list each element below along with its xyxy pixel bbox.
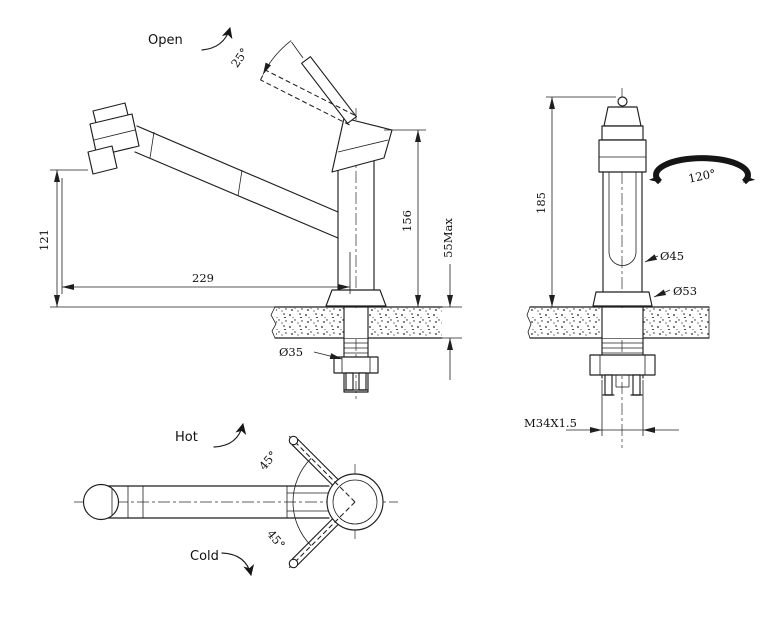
- hole-diameter-label: Ø35: [279, 345, 303, 359]
- body-height-label: 156: [400, 210, 414, 232]
- front-mounting-hardware: [589, 307, 656, 396]
- handle-angle-arc: [262, 40, 292, 75]
- dim-total-height: 185: [534, 96, 616, 307]
- hot-annotation: Hot: [175, 423, 247, 448]
- side-view: Open 25° 121 229 156 55Max: [37, 27, 462, 400]
- top-view: 45° 45° Hot Cold: [74, 423, 398, 576]
- open-arrow-icon: [201, 27, 233, 51]
- cold-label: Cold: [190, 549, 219, 564]
- open-label: Open: [148, 33, 183, 48]
- thread-label: M34X1.5: [524, 416, 577, 430]
- hot-arrow-icon: [213, 423, 247, 448]
- hot-angle-label: 45°: [256, 448, 280, 473]
- dim-spout-height: 121: [37, 169, 88, 307]
- open-annotation: Open 25°: [148, 27, 292, 75]
- body-diameter-label: Ø45: [660, 249, 684, 263]
- cold-annotation: Cold: [190, 549, 255, 576]
- dim-base-diameter: Ø53: [653, 284, 697, 298]
- handle-angle-label: 25°: [228, 45, 251, 70]
- swivel-angle-label: 120°: [687, 166, 717, 185]
- swivel-annotation: 120°: [648, 155, 756, 189]
- dim-hole-diameter: Ø35: [279, 345, 343, 360]
- front-view: 120° 185 Ø45 Ø53 M34X1.5: [524, 88, 756, 448]
- dim-counter-max: 55Max: [441, 218, 455, 380]
- rotation-arrow-icon: [648, 155, 756, 185]
- dim-body-height: 156: [384, 129, 426, 307]
- base-diameter-label: Ø53: [673, 284, 697, 298]
- countertop-section-side: [50, 306, 462, 339]
- counter-max-label: 55Max: [441, 218, 455, 258]
- dim-thread: M34X1.5: [524, 380, 679, 436]
- spout-height-label: 121: [37, 229, 51, 251]
- dim-reach: 229: [61, 178, 351, 294]
- reach-label: 229: [192, 271, 214, 285]
- top-faucet-outline: [82, 473, 384, 531]
- side-faucet-body: [87, 41, 393, 307]
- total-height-label: 185: [534, 192, 548, 214]
- dim-body-diameter: Ø45: [644, 249, 684, 263]
- side-mounting-hardware: [333, 307, 379, 393]
- front-faucet-body: [592, 96, 653, 307]
- cold-angle-label: 45°: [264, 527, 288, 552]
- hot-label: Hot: [175, 430, 198, 445]
- cold-arrow-icon: [221, 552, 255, 576]
